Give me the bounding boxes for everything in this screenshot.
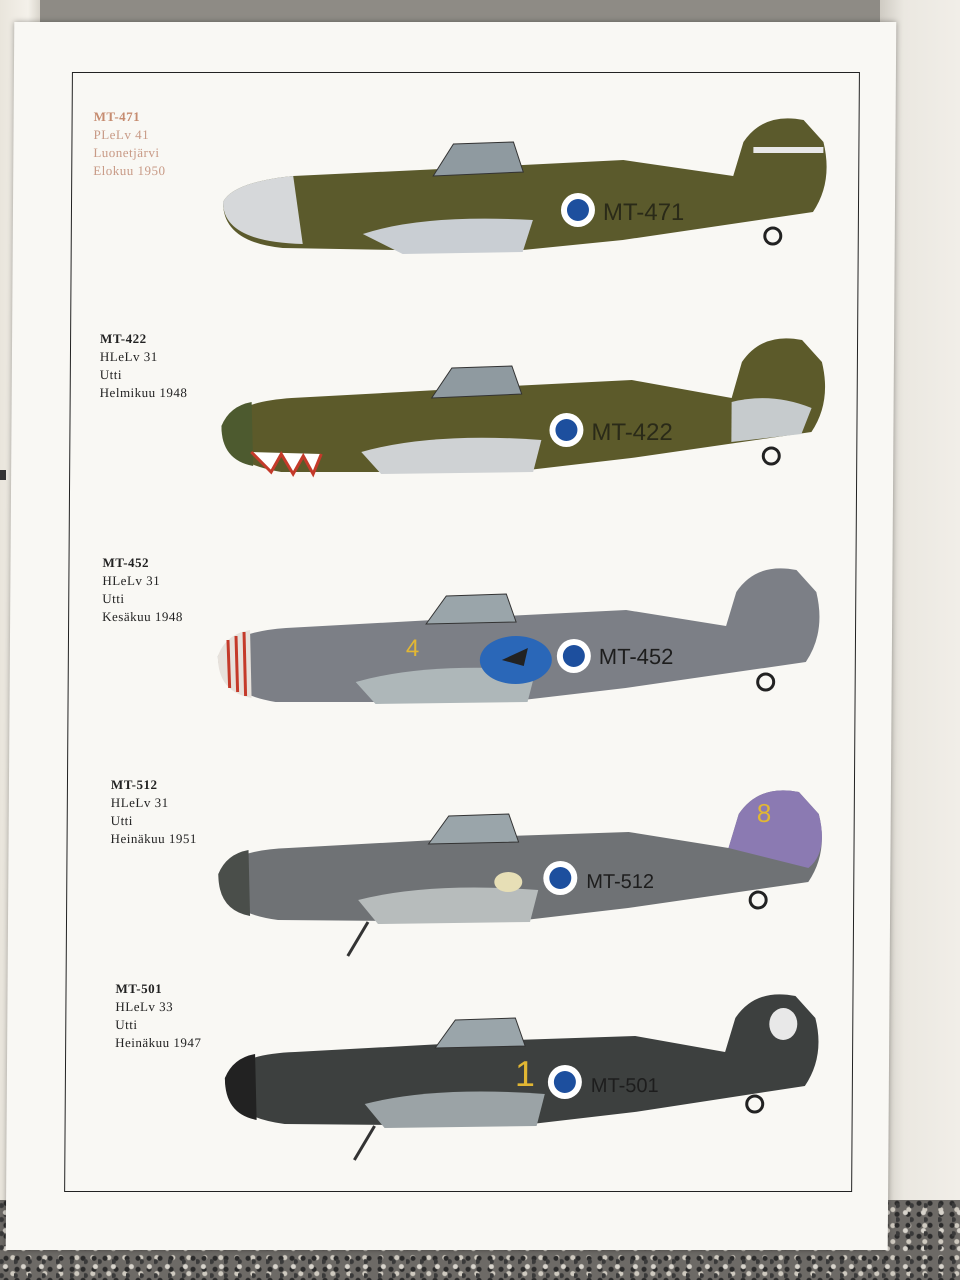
fuselage-code: MT-501 <box>591 1075 659 1097</box>
aircraft-caption-1: MT-471 PLeLv 41 Luonetjärvi Elokuu 1950 <box>93 108 166 180</box>
aircraft-location: Utti <box>115 1017 138 1032</box>
aircraft-date: Kesäkuu 1948 <box>102 609 183 624</box>
aircraft-serial: MT-471 <box>93 109 141 124</box>
aircraft-serial: MT-512 <box>110 777 158 792</box>
aircraft-date: Heinäkuu 1947 <box>115 1035 202 1050</box>
aircraft-profile-1: MT-471 <box>223 118 827 254</box>
aircraft-caption-2: MT-422 HLeLv 31 Utti Helmikuu 1948 <box>100 330 188 402</box>
aircraft-date: Helmikuu 1948 <box>99 385 188 400</box>
aircraft-serial: MT-452 <box>102 555 150 570</box>
aircraft-location: Utti <box>102 591 125 606</box>
aircraft-profile-2: MT-422 <box>221 338 826 478</box>
aircraft-caption-4: MT-512 HLeLv 31 Utti Heinäkuu 1951 <box>111 776 198 848</box>
fuselage-code: MT-512 <box>586 871 654 893</box>
fuselage-number: 1 <box>515 1053 535 1094</box>
aircraft-unit: PLeLv 41 <box>93 127 150 142</box>
aircraft-location: Utti <box>99 367 123 382</box>
aircraft-date: Elokuu 1950 <box>93 163 166 178</box>
aircraft-location: Utti <box>110 813 133 828</box>
aircraft-caption-3: MT-452 HLeLv 31 Utti Kesäkuu 1948 <box>102 554 183 626</box>
fuselage-code: MT-471 <box>603 199 685 226</box>
svg-text:4: 4 <box>406 635 420 662</box>
aircraft-unit: HLeLv 31 <box>102 573 161 588</box>
tail-number: 8 <box>757 798 772 828</box>
aircraft-profile-3: 4 MT-452 <box>217 568 820 704</box>
aircraft-serial: MT-422 <box>100 331 147 346</box>
page-tab-marker <box>0 470 6 480</box>
aircraft-unit: HLeLv 31 <box>110 795 169 810</box>
aircraft-serial: MT-501 <box>115 981 163 996</box>
book-page: MT-471 PLeLv 41 Luonetjärvi Elokuu 1950 … <box>5 22 897 1250</box>
aircraft-caption-5: MT-501 HLeLv 33 Utti Heinäkuu 1947 <box>115 980 202 1052</box>
fuselage-code: MT-422 <box>591 419 673 446</box>
aircraft-location: Luonetjärvi <box>93 145 160 160</box>
aircraft-profile-4: 8 MT-512 <box>218 790 822 957</box>
aircraft-profile-5: 1 MT-501 <box>224 994 819 1161</box>
aircraft-unit: HLeLv 31 <box>99 349 158 364</box>
aircraft-date: Heinäkuu 1951 <box>110 831 197 846</box>
fuselage-code: MT-452 <box>599 644 674 669</box>
aircraft-unit: HLeLv 33 <box>115 999 174 1014</box>
